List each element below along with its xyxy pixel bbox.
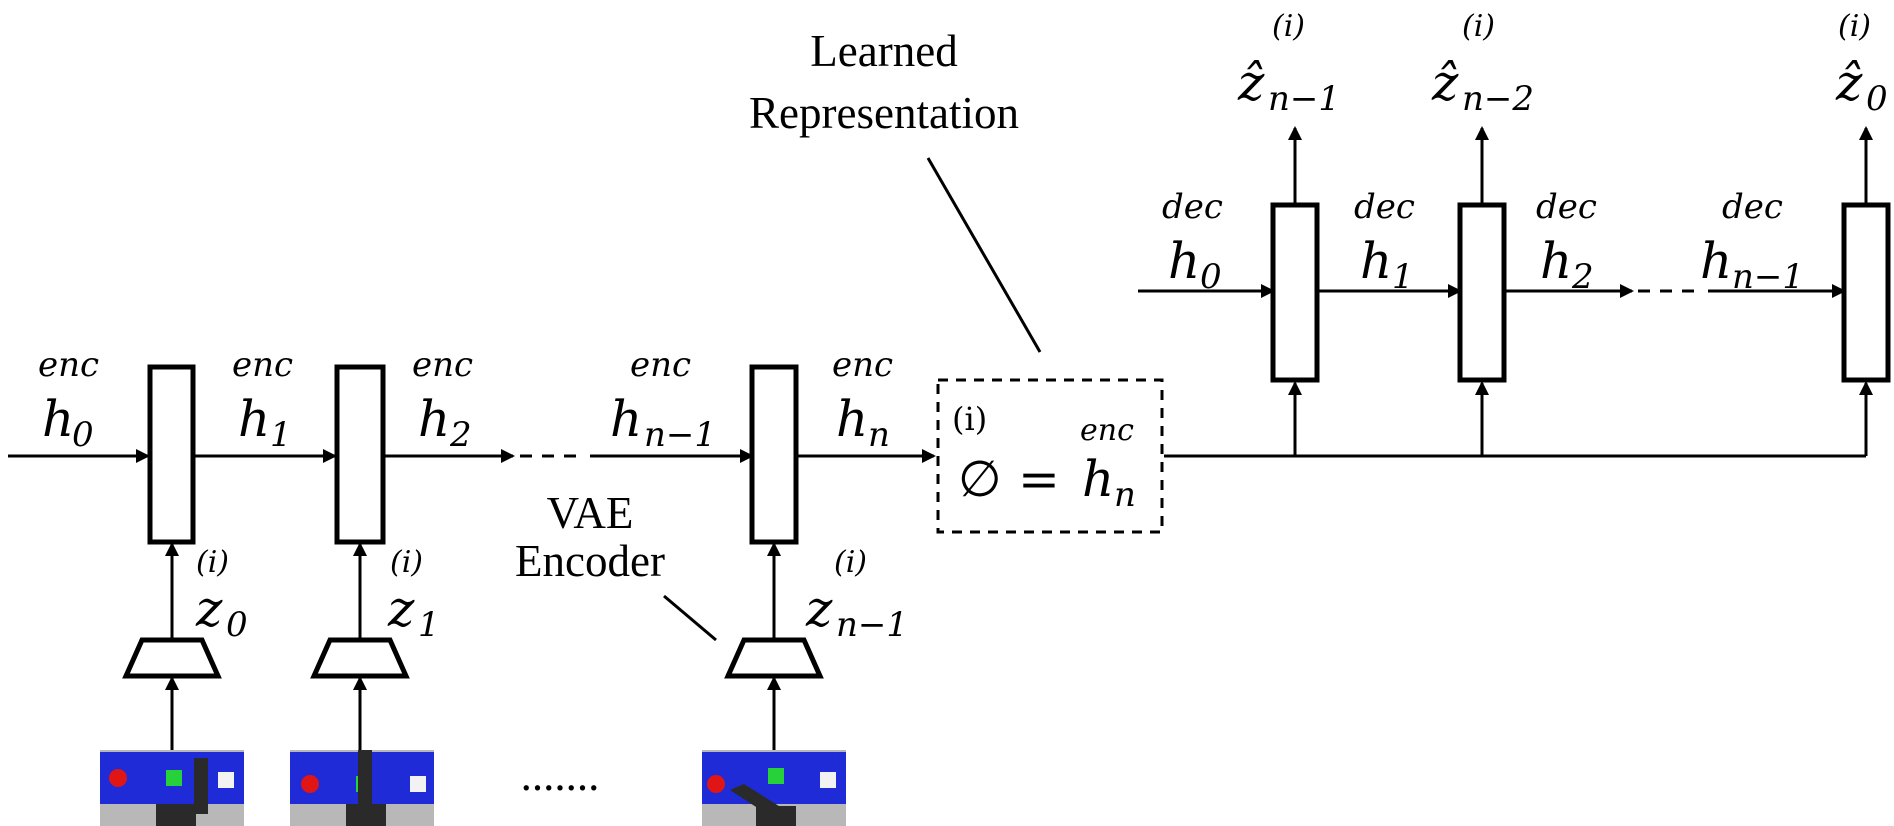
- i-sup: (i): [834, 545, 867, 580]
- vae-encoder-n-1: [724, 637, 824, 679]
- zhat-label-n-1: (i) ẑ n−1: [1237, 9, 1340, 119]
- i-sup: (i): [1462, 9, 1495, 44]
- sub-n-1: n−1: [1268, 79, 1340, 119]
- h-letter: h: [418, 390, 450, 448]
- dec-label-h2: dec h 2: [1536, 187, 1597, 297]
- h-letter: h: [238, 390, 270, 448]
- scene-image-0: [100, 750, 244, 826]
- sub-n: n: [868, 415, 890, 455]
- enc-sup: enc: [232, 345, 293, 385]
- zhat-label-0: (i) ẑ 0: [1835, 9, 1888, 119]
- z-label-n-1: (i) z n−1: [805, 545, 908, 645]
- enc-cell-n-1: [749, 364, 799, 545]
- encoder-chain: [8, 364, 936, 750]
- enc-sup: enc: [1080, 413, 1134, 448]
- sub-0: 0: [226, 605, 248, 645]
- enc-cell-0: [147, 364, 196, 545]
- sub-2: 2: [1571, 257, 1594, 297]
- h-letter: h: [836, 390, 868, 448]
- decoder-chain: [1138, 126, 1891, 458]
- h-letter: h: [1360, 232, 1392, 290]
- i-sup: (i): [390, 545, 423, 580]
- phi-symbol: ∅: [958, 450, 1002, 508]
- i-sup: (i): [1838, 9, 1871, 44]
- zhat-letter: ẑ: [1835, 54, 1863, 112]
- dec-sup: dec: [1536, 187, 1597, 227]
- dec-label-h1: dec h 1: [1354, 187, 1415, 297]
- enc-label-h1: enc h 1: [232, 345, 293, 455]
- vae-pointer-line: [663, 594, 717, 642]
- i-sup: (i): [1272, 9, 1305, 44]
- dec-cell-3: [1841, 202, 1891, 383]
- scene-ellipsis: .......: [521, 750, 600, 800]
- h-letter: h: [42, 390, 74, 448]
- scene-image-n-1: [702, 750, 846, 826]
- sub-n: n: [1114, 475, 1136, 515]
- equals-sign: =: [1018, 450, 1060, 508]
- latent-equation: (i) enc ∅ = h n: [952, 400, 1136, 515]
- enc-sup: enc: [832, 345, 893, 385]
- dec-sup: dec: [1162, 187, 1223, 227]
- sub-n-1: n−1: [1732, 257, 1804, 297]
- dec-sup: dec: [1722, 187, 1783, 227]
- sub-0: 0: [72, 415, 94, 455]
- sub-2: 2: [449, 415, 472, 455]
- dec-sup: dec: [1354, 187, 1415, 227]
- z-letter: z: [387, 580, 415, 638]
- zhat-letter: ẑ: [1237, 54, 1265, 112]
- enc-sup: enc: [412, 345, 473, 385]
- h-letter: h: [1168, 232, 1200, 290]
- zhat-letter: ẑ: [1431, 54, 1459, 112]
- z-label-1: (i) z 1: [387, 545, 440, 645]
- enc-sup: enc: [630, 345, 691, 385]
- sub-n-1: n−1: [644, 415, 716, 455]
- enc-cell-1: [334, 364, 386, 545]
- enc-label-hn: enc h n: [832, 345, 893, 455]
- learned-label-line1: Learned: [810, 26, 957, 76]
- enc-label-h2: enc h 2: [412, 345, 473, 455]
- zhat-label-n-2: (i) ẑ n−2: [1431, 9, 1534, 119]
- enc-label-hn-1: enc h n−1: [610, 345, 716, 455]
- h-letter: h: [1082, 450, 1114, 508]
- scene-image-1: [290, 750, 434, 826]
- h-letter: h: [610, 390, 642, 448]
- sub-1: 1: [1392, 257, 1414, 297]
- sub-n-1: n−1: [836, 605, 908, 645]
- i-sup: (i): [952, 400, 987, 438]
- i-sup: (i): [196, 545, 229, 580]
- vae-label-line1: VAE: [547, 488, 634, 538]
- z-label-0: (i) z 0: [195, 545, 248, 645]
- vae-encoder-0: [122, 637, 222, 679]
- h-letter: h: [1540, 232, 1572, 290]
- dec-cell-2: [1457, 202, 1507, 383]
- sub-1: 1: [270, 415, 292, 455]
- vae-encoder-1: [310, 637, 410, 679]
- learned-pointer-line: [926, 157, 1042, 353]
- learned-label-line2: Representation: [749, 88, 1019, 138]
- vae-label-line2: Encoder: [515, 536, 665, 586]
- dec-cell-1: [1270, 202, 1320, 383]
- sub-n-2: n−2: [1462, 79, 1534, 119]
- learned-representation-box: [936, 378, 1164, 534]
- enc-label-h0: enc h 0: [38, 345, 99, 455]
- sub-0: 0: [1866, 79, 1888, 119]
- enc-sup: enc: [38, 345, 99, 385]
- sub-0: 0: [1200, 257, 1222, 297]
- z-letter: z: [195, 580, 223, 638]
- z-letter: z: [805, 580, 833, 638]
- dec-label-h0: dec h 0: [1162, 187, 1223, 297]
- dec-label-hn-1: dec h n−1: [1700, 187, 1804, 297]
- sub-1: 1: [418, 605, 440, 645]
- h-letter: h: [1700, 232, 1732, 290]
